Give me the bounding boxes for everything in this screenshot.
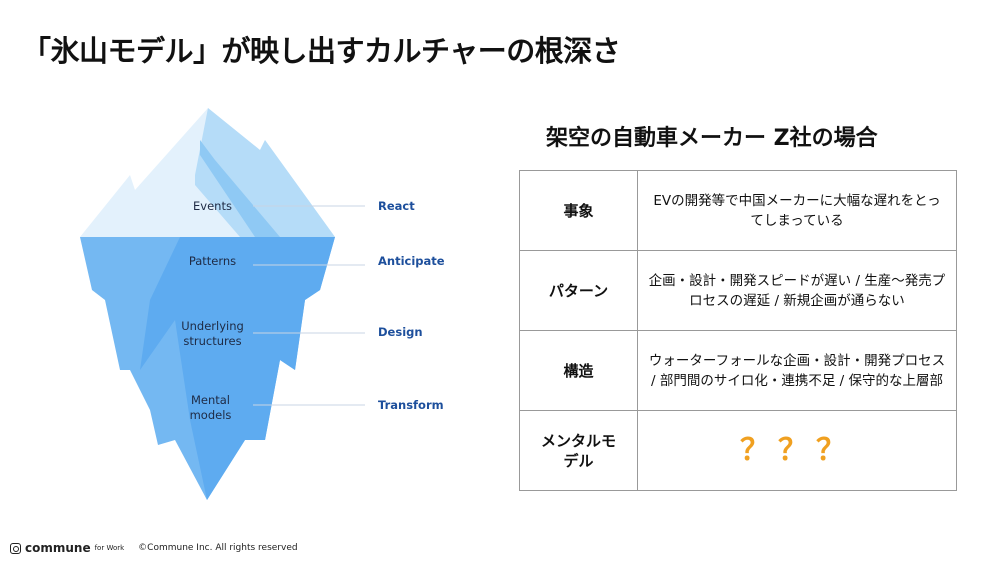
row-head: パターン	[519, 250, 638, 331]
action-transform: Transform	[378, 398, 444, 412]
footer: commune for Work ©Commune Inc. All right…	[10, 541, 298, 555]
page-title: 「氷山モデル」が映し出すカルチャーの根深さ	[22, 34, 621, 68]
action-design: Design	[378, 325, 423, 339]
action-react: React	[378, 199, 415, 213]
layer-label-mental-models: Mental models	[189, 393, 232, 422]
commune-logo-icon	[10, 542, 21, 554]
table-row: パターン企画・設計・開発スピードが遅い / 生産〜発売プロセスの遅延 / 新規企…	[519, 250, 957, 331]
iceberg-body-shade	[140, 237, 335, 500]
iceberg-tip-shade	[195, 108, 335, 237]
layer-label-structures: Underlying structures	[181, 319, 244, 348]
action-anticipate: Anticipate	[378, 254, 445, 268]
brand-name: commune	[25, 541, 91, 555]
layer-label-patterns: Patterns	[188, 254, 237, 268]
row-value: EVの開発等で中国メーカーに大幅な遅れをとってしまっている	[637, 170, 957, 251]
row-value: ウォーターフォールな企画・設計・開発プロセス / 部門間のサイロ化・連携不足 /…	[637, 330, 957, 411]
row-value-unknown: ？？？	[637, 410, 957, 491]
row-head: メンタルモデル	[519, 410, 638, 491]
row-head: 構造	[519, 330, 638, 411]
copyright: ©Commune Inc. All rights reserved	[138, 543, 298, 553]
row-head: 事象	[519, 170, 638, 251]
row-value: 企画・設計・開発スピードが遅い / 生産〜発売プロセスの遅延 / 新規企画が通ら…	[637, 250, 957, 331]
table-row: 構造ウォーターフォールな企画・設計・開発プロセス / 部門間のサイロ化・連携不足…	[519, 330, 957, 411]
iceberg-diagram	[80, 108, 365, 500]
brand-suffix: for Work	[94, 544, 125, 552]
layer-label-events: Events	[193, 199, 232, 213]
table-row: メンタルモデル？？？	[519, 410, 957, 491]
case-title: 架空の自動車メーカー Z社の場合	[546, 126, 878, 151]
